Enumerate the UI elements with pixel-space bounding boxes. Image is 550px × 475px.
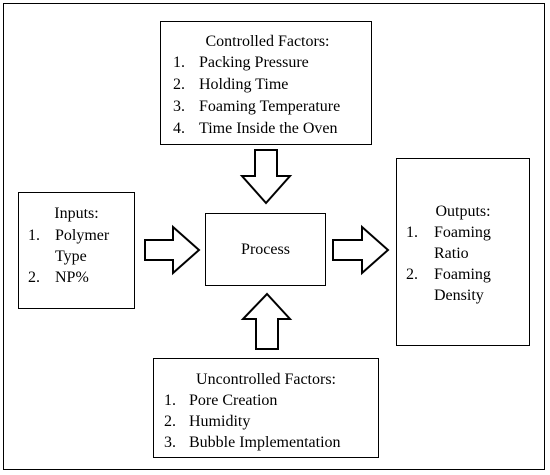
item-number: 2. [164,413,176,430]
item-text: Foaming [434,224,491,241]
inputs-box: Inputs: 1. Polymer Type 2. NP% [18,192,135,309]
item-text: Bubble Implementation [189,434,341,451]
list-item: 3. Bubble Implementation [154,432,378,453]
controlled-factors-list: 1. Packing Pressure 2. Holding Time 3. Foam… [161,52,371,140]
item-text: Holding Time [199,76,289,93]
item-text: Pore Creation [189,392,278,409]
item-number: 1. [406,224,418,241]
process-box: Process [205,213,326,286]
item-text-continued: Density [434,287,484,304]
list-item: 1. Packing Pressure [161,52,371,74]
item-number: 4. [173,120,185,137]
controlled-factors-box: Controlled Factors: 1. Packing Pressure 2… [160,21,372,145]
list-item: 2. Holding Time [161,74,371,96]
item-number: 1. [173,54,185,71]
uncontrolled-factors-list: 1. Pore Creation 2. Humidity 3. Bubble Impl… [154,390,378,453]
list-item: 1. Pore Creation [154,390,378,411]
item-text: Foaming Temperature [199,98,341,115]
list-item: 2. Foaming Density [397,264,529,306]
list-item: 3. Foaming Temperature [161,96,371,118]
outputs-title: Outputs: [435,203,491,220]
item-text: NP% [55,269,89,286]
list-item: 2. NP% [19,267,134,288]
process-label: Process [241,241,290,258]
item-text-continued: Type [55,248,87,265]
item-number: 2. [28,269,40,286]
item-number: 1. [28,227,40,244]
uncontrolled-factors-title: Uncontrolled Factors: [196,371,336,388]
outputs-box: Outputs: 1. Foaming Ratio 2. Foaming Den… [396,158,530,346]
item-number: 3. [164,434,176,451]
item-number: 2. [173,76,185,93]
outputs-list: 1. Foaming Ratio 2. Foaming Density [397,222,529,306]
list-item: 2. Humidity [154,411,378,432]
item-text: Packing Pressure [199,54,309,71]
list-item: 1. Foaming Ratio [397,222,529,264]
item-number: 3. [173,98,185,115]
outer-frame [3,3,545,470]
list-item: 1. Polymer Type [19,225,134,267]
item-text: Polymer [55,227,110,244]
item-number: 1. [164,392,176,409]
list-item: 4. Time Inside the Oven [161,118,371,140]
item-number: 2. [406,266,418,283]
inputs-list: 1. Polymer Type 2. NP% [19,225,134,288]
item-text: Time Inside the Oven [199,120,338,137]
item-text-continued: Ratio [434,245,469,262]
inputs-title: Inputs: [54,205,99,222]
item-text: Humidity [189,413,251,430]
item-text: Foaming [434,266,491,283]
controlled-factors-title: Controlled Factors: [205,33,330,50]
uncontrolled-factors-box: Uncontrolled Factors: 1. Pore Creation 2.… [153,358,379,458]
